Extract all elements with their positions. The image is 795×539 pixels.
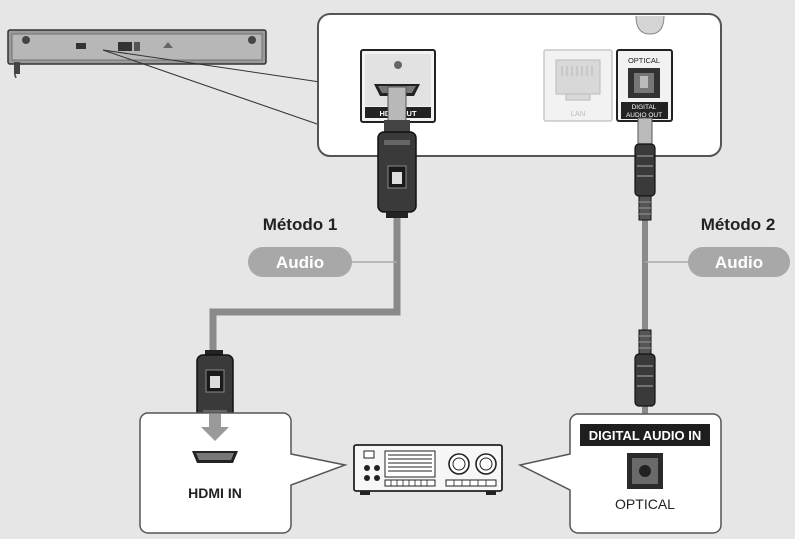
method-1-label-group: Método 1 Audio <box>248 215 397 277</box>
optical-in-port-icon <box>627 453 663 489</box>
zoom-lines <box>102 49 321 126</box>
hdmi-cable <box>209 215 401 355</box>
method-1-badge-text: Audio <box>276 253 324 272</box>
digital-audio-out-port: OPTICAL DIGITAL AUDIO OUT <box>616 49 673 122</box>
method-2-badge-text: Audio <box>715 253 763 272</box>
method-2-title: Método 2 <box>701 215 776 234</box>
method-1-badge <box>248 247 352 277</box>
digital-audio-in-panel: DIGITAL AUDIO IN OPTICAL <box>517 413 722 534</box>
hdmi-in-port-icon <box>192 451 238 463</box>
optical-plug-icon <box>634 329 656 407</box>
lan-port: LAN <box>543 49 613 122</box>
lan-label: LAN <box>571 109 586 118</box>
digital-out-label-line2: AUDIO OUT <box>626 112 662 119</box>
hdmi-plug-icon <box>196 350 234 426</box>
method-2-label-group: Método 2 Audio <box>645 215 790 277</box>
optical-in-label: OPTICAL <box>615 496 675 512</box>
hdmi-in-panel: HDMI IN <box>139 412 348 534</box>
digital-out-label-line1: DIGITAL <box>632 104 657 111</box>
av-receiver-icon <box>353 444 503 495</box>
hdmi-plug-icon <box>377 86 417 218</box>
blu-ray-player-icon <box>7 29 267 79</box>
hdmi-in-label: HDMI IN <box>188 485 242 501</box>
down-arrow-icon <box>201 414 229 441</box>
player-back-panel: HDMI OUT LAN OPTICAL DIGITAL AUDIO OUT <box>317 13 722 157</box>
optical-out-label: OPTICAL <box>628 56 660 65</box>
digital-audio-in-label: DIGITAL AUDIO IN <box>589 428 701 443</box>
method-1-title: Método 1 <box>263 215 338 234</box>
method-2-badge <box>688 247 790 277</box>
optical-plug-icon <box>634 117 656 221</box>
